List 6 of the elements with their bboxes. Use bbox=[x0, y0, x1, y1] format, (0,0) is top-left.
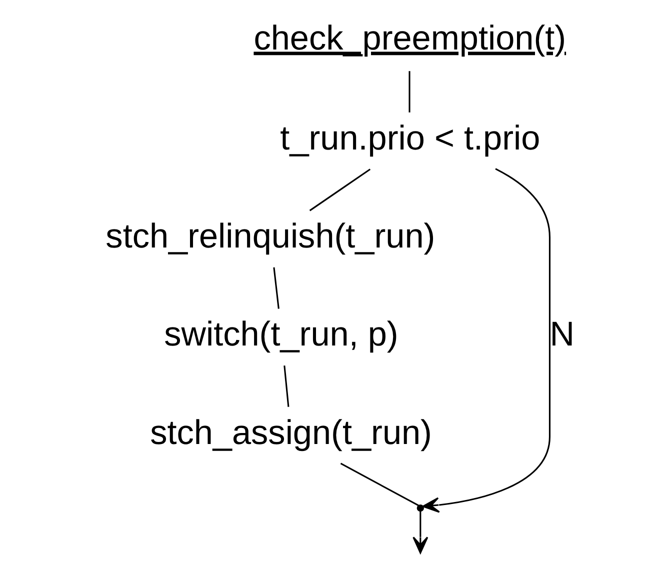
node-text: switch(t_run, p) bbox=[164, 316, 398, 354]
node-text: check_preemption(t) bbox=[254, 20, 566, 58]
node-text: stch_assign(t_run) bbox=[150, 414, 432, 452]
node-text: stch_relinquish(t_run) bbox=[106, 218, 436, 256]
edge-label: N bbox=[550, 316, 575, 354]
node-text: t_run.prio < t.prio bbox=[280, 119, 540, 158]
